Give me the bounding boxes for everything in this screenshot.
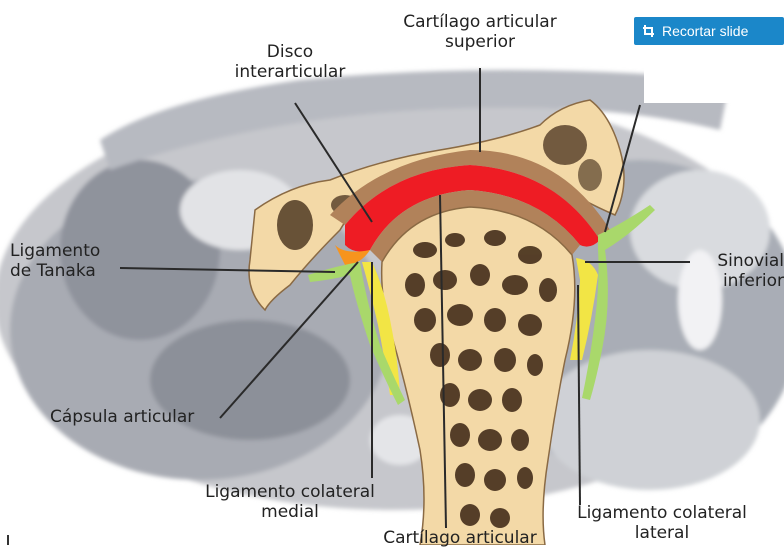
label-colateral-lateral-line2: lateral xyxy=(552,523,772,543)
recortar-slide-button[interactable]: Recortar slide xyxy=(634,17,784,45)
label-ligamento-tanaka: Ligamento de Tanaka xyxy=(10,241,100,281)
label-tanaka-line2: de Tanaka xyxy=(10,261,100,281)
label-tanaka-line1: Ligamento xyxy=(10,241,100,261)
label-cartilago-superior-line1: Cartílago articular xyxy=(380,12,580,32)
label-cartilago-articular-inferior: Cartílago articular xyxy=(360,528,560,548)
label-sinovial-line1: Sinovial xyxy=(688,251,784,271)
crop-icon xyxy=(642,24,656,38)
label-ligamento-colateral-lateral: Ligamento colateral lateral xyxy=(552,503,772,543)
label-cartilago-superior: Cartílago articular superior xyxy=(380,12,580,52)
label-disco-line2: interarticular xyxy=(205,62,375,82)
label-ligamento-colateral-medial: Ligamento colateral medial xyxy=(175,482,405,522)
label-sinovial-line2: inferior xyxy=(688,271,784,291)
label-colateral-medial-line2: medial xyxy=(175,502,405,522)
label-capsula-articular: Cápsula articular xyxy=(50,407,194,427)
label-sinovial-inferior: Sinovial inferior xyxy=(688,251,784,291)
label-cartilago-inferior-line1: Cartílago articular xyxy=(360,528,560,548)
overlay-panel xyxy=(644,45,784,103)
label-colateral-medial-line1: Ligamento colateral xyxy=(175,482,405,502)
label-colateral-lateral-line1: Ligamento colateral xyxy=(552,503,772,523)
label-capsula-line1: Cápsula articular xyxy=(50,407,194,427)
recortar-slide-label: Recortar slide xyxy=(662,17,748,45)
label-disco-interarticular: Disco interarticular xyxy=(205,42,375,82)
label-cartilago-superior-line2: superior xyxy=(380,32,580,52)
label-disco-line1: Disco xyxy=(205,42,375,62)
